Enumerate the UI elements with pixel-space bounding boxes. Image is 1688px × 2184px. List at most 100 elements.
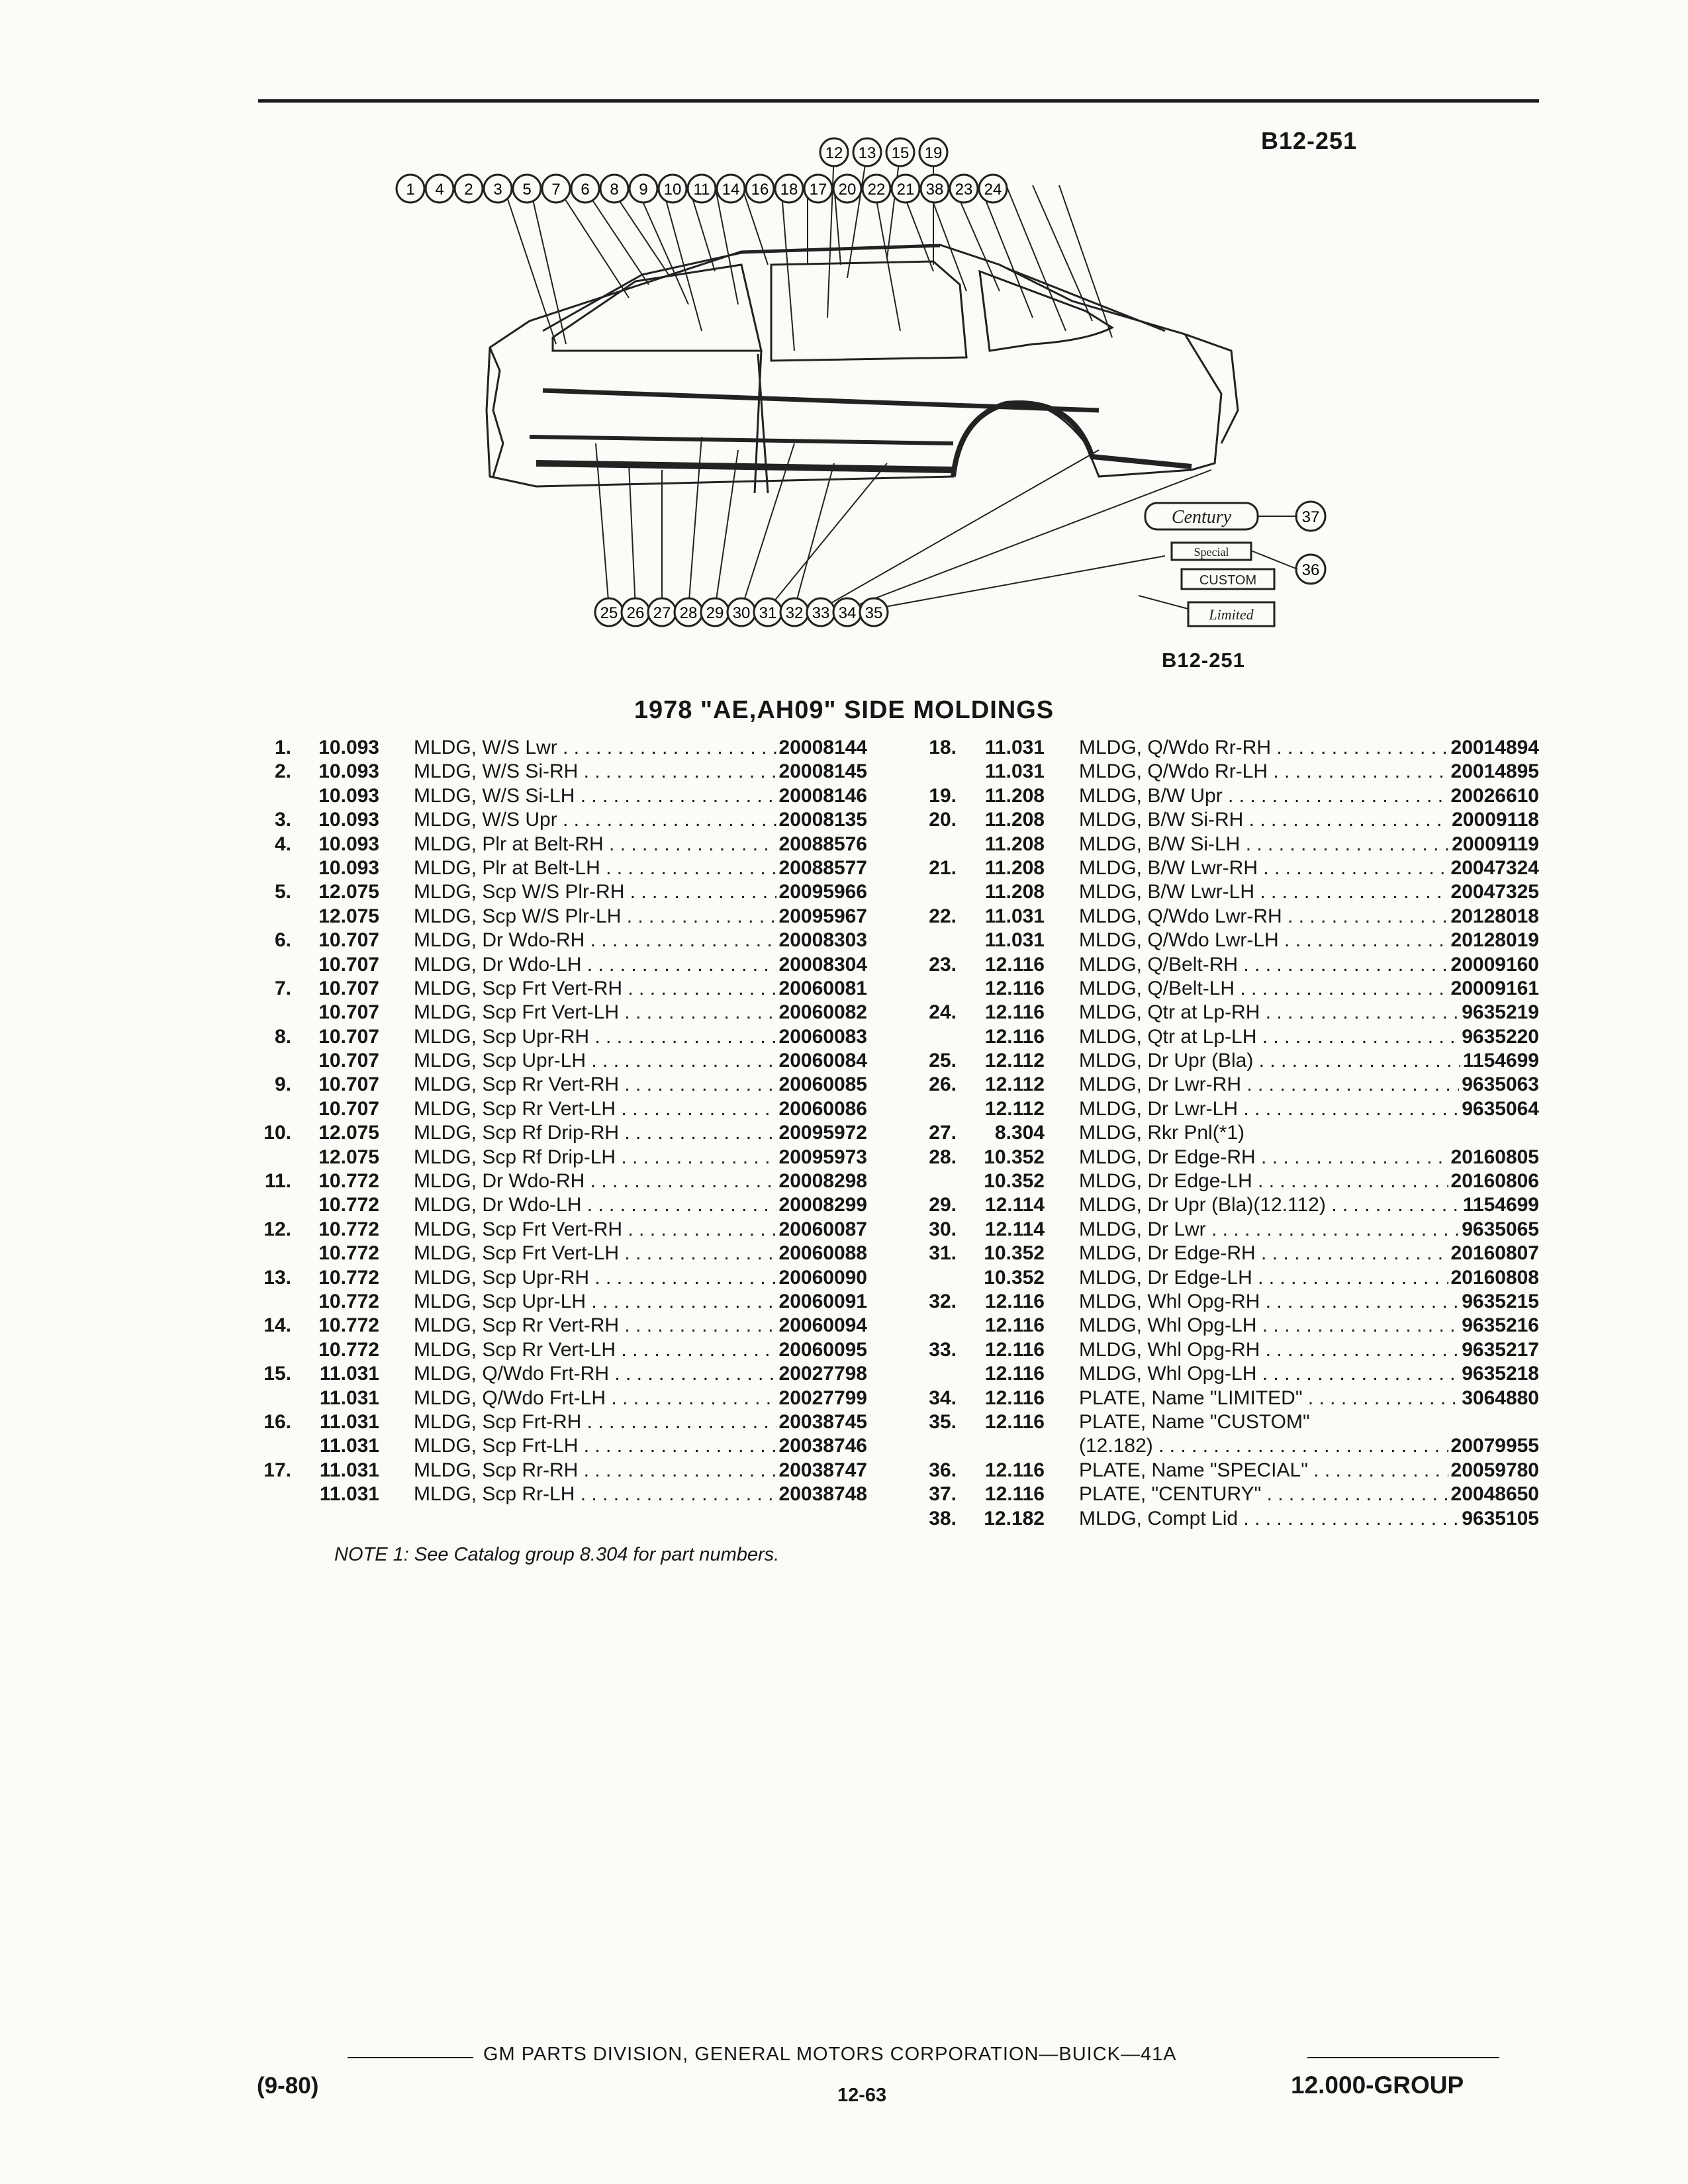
catalog-group: 10.772 <box>318 1290 379 1312</box>
ref-number: 25. <box>929 1050 957 1072</box>
ref-number: 18. <box>929 737 957 758</box>
ref-number: 10. <box>263 1122 291 1144</box>
catalog-group: 12.116 <box>984 1387 1045 1409</box>
part-number: 9635065 <box>1459 1217 1539 1242</box>
callout-label: 25 <box>600 604 618 622</box>
catalog-group: 10.707 <box>318 953 379 976</box>
footer-group: 12.000-GROUP <box>1291 2071 1464 2099</box>
callout-label: 35 <box>865 604 883 622</box>
catalog-group: 11.031 <box>319 1363 379 1385</box>
part-number: 20060084 <box>776 1049 867 1073</box>
ref-number: 17. <box>263 1459 291 1481</box>
part-number: 9635220 <box>1459 1024 1539 1050</box>
catalog-group: 11.208 <box>984 856 1045 879</box>
part-number: 9635105 <box>1459 1506 1539 1531</box>
catalog-group: 10.707 <box>318 1050 379 1072</box>
ref-number: 30. <box>929 1218 957 1240</box>
belt-molding <box>542 388 1100 413</box>
part-number: 1154699 <box>1460 1049 1539 1073</box>
callout-circle <box>424 173 455 204</box>
part-number: 20060086 <box>776 1097 867 1122</box>
part-number: 9635063 <box>1459 1073 1539 1097</box>
part-number: 20008144 <box>776 736 867 760</box>
part-number: 20008304 <box>776 952 867 977</box>
catalog-group: 11.208 <box>984 809 1045 831</box>
catalog-group: 12.116 <box>984 953 1045 976</box>
ref-number: 1. <box>274 737 291 758</box>
catalog-group: 11.031 <box>319 1387 379 1409</box>
callout-label: 1 <box>406 181 414 199</box>
plate-limited: Limited <box>1208 606 1254 623</box>
ref-number: 22. <box>929 905 957 927</box>
part-number: 20038746 <box>776 1434 867 1459</box>
footer-date: (9-80) <box>257 2073 319 2099</box>
callout-label: 9 <box>639 181 647 199</box>
part-number: 20048650 <box>1448 1482 1539 1507</box>
callout-circle <box>686 173 717 204</box>
ref-number: 29. <box>929 1194 957 1216</box>
part-number: 3064880 <box>1459 1386 1539 1410</box>
catalog-group: 11.031 <box>319 1410 379 1433</box>
back-window <box>1006 267 1166 332</box>
callout-label: 7 <box>551 181 560 199</box>
ref-number: 5. <box>274 881 291 903</box>
ref-number: 23. <box>929 953 957 976</box>
part-description: PLATE, Name "CUSTOM" <box>1079 1410 1310 1433</box>
catalog-group: 10.772 <box>318 1170 379 1193</box>
callout-circle <box>918 137 949 167</box>
catalog-group: 10.093 <box>318 856 379 879</box>
catalog-group: 10.093 <box>318 809 379 831</box>
ref-number: 3. <box>274 809 291 831</box>
part-number: 20128018 <box>1448 904 1539 929</box>
catalog-group: 12.116 <box>984 1001 1045 1024</box>
callout-circle <box>803 173 833 204</box>
part-number: 20060091 <box>776 1289 867 1314</box>
catalog-group: 12.075 <box>318 905 379 927</box>
callout-circle <box>716 173 746 204</box>
catalog-group: 10.707 <box>318 977 379 999</box>
ref-number: 11. <box>264 1170 291 1193</box>
part-number: 20060082 <box>776 1001 867 1025</box>
part-number: 20060085 <box>776 1073 867 1097</box>
front-window <box>551 263 763 352</box>
callout-label: 8 <box>610 181 618 199</box>
catalog-group: 10.772 <box>318 1218 379 1240</box>
callout-circle <box>885 137 915 167</box>
part-number: 20095973 <box>776 1145 867 1170</box>
callout-label: 27 <box>653 604 671 622</box>
callout-circle <box>395 173 426 204</box>
callout-label: 6 <box>581 181 589 199</box>
part-number: 20027799 <box>776 1386 867 1410</box>
callout-label: 12 <box>825 144 843 162</box>
plate-custom: CUSTOM <box>1199 573 1256 588</box>
ref-number: 26. <box>929 1073 957 1096</box>
rocker-molding <box>536 460 954 473</box>
catalog-group: 10.707 <box>318 1073 379 1096</box>
catalog-group: 11.208 <box>984 784 1045 807</box>
callout-label: 32 <box>786 604 804 622</box>
callout-circle <box>978 173 1008 204</box>
part-number: 20047325 <box>1448 880 1539 905</box>
catalog-group: 10.772 <box>318 1242 379 1265</box>
part-number: 20008135 <box>776 808 867 833</box>
